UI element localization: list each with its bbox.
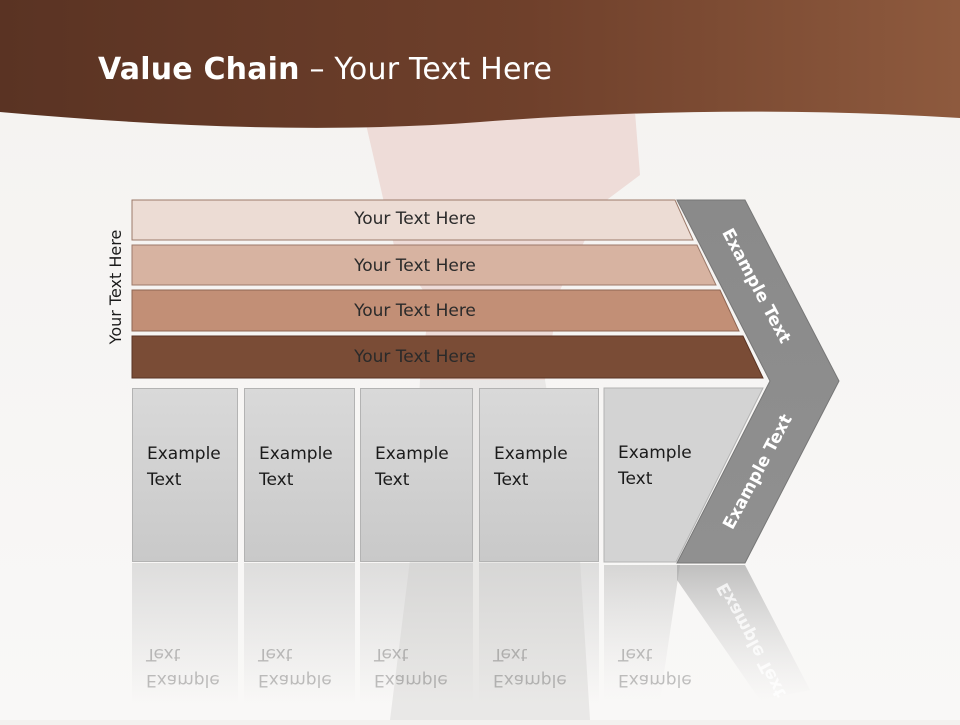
title-rest: – Your Text Here — [299, 52, 553, 87]
box-2-reflection-line-2: Text — [258, 644, 293, 664]
box-3-line-1: Example — [375, 444, 449, 464]
box-1-reflection-line-1: Example — [146, 670, 220, 690]
box-5-reflection-label: Example Text — [618, 641, 692, 693]
value-chain-chevron — [676, 199, 840, 564]
box-4-reflection-line-1: Example — [493, 670, 567, 690]
band-1-shape — [131, 199, 694, 241]
band-4-label: Your Text Here — [354, 347, 476, 367]
box-5-line-2: Text — [618, 469, 653, 489]
chevron-reflection — [677, 565, 810, 700]
box-3-reflection-label: Example Text — [374, 641, 448, 693]
box-5-reflection-line-1: Example — [618, 670, 692, 690]
box-2-reflection: Example Text — [244, 563, 355, 703]
box-3-reflection-line-2: Text — [374, 644, 409, 664]
box-2-line-2: Text — [259, 470, 294, 490]
header-banner — [0, 0, 960, 128]
box-5-line-1: Example — [618, 443, 692, 463]
box-1-reflection-label: Example Text — [146, 641, 220, 693]
box-4-reflection-line-2: Text — [493, 644, 528, 664]
band-2-shape — [131, 244, 717, 286]
band-1-label: Your Text Here — [354, 209, 476, 229]
box-3-reflection-line-1: Example — [374, 670, 448, 690]
box-4-line-1: Example — [494, 444, 568, 464]
vertical-label: Your Text Here — [106, 229, 125, 345]
band-2-label: Your Text Here — [354, 256, 476, 276]
box-5-reflection-text: Example Text — [604, 563, 704, 703]
box-1-line-1: Example — [147, 444, 221, 464]
box-5-reflection — [604, 565, 680, 700]
box-2-line-1: Example — [259, 444, 333, 464]
title-bold: Value Chain — [98, 52, 300, 87]
box-3-reflection: Example Text — [360, 563, 473, 703]
box-1-line-2: Text — [147, 470, 182, 490]
box-3-line-2: Text — [375, 470, 410, 490]
box-5-reflection-line-2: Text — [618, 644, 653, 664]
box-1-reflection-line-2: Text — [146, 644, 181, 664]
box-1-reflection: Example Text — [132, 563, 238, 703]
band-3-shape — [131, 289, 740, 332]
band-4-shape — [131, 335, 764, 379]
box-2-reflection-label: Example Text — [258, 641, 332, 693]
band-3-label: Your Text Here — [354, 301, 476, 321]
box-4-line-2: Text — [494, 470, 529, 490]
box-2-reflection-line-1: Example — [258, 670, 332, 690]
box-4-reflection: Example Text — [479, 563, 599, 703]
box-4-reflection-label: Example Text — [493, 641, 567, 693]
box-5-shape — [603, 387, 764, 563]
slide-title: Value Chain – Your Text Here — [98, 52, 552, 87]
